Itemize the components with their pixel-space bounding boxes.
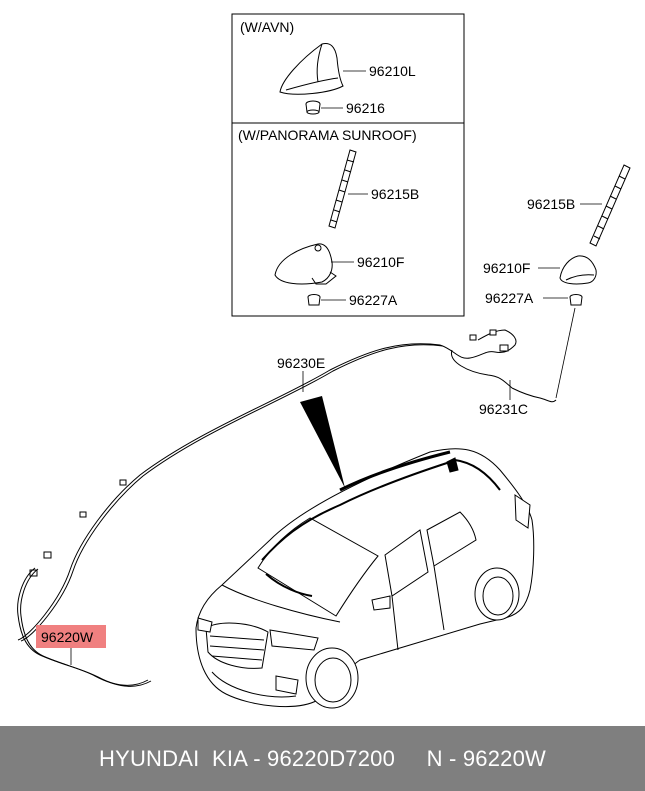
label-96210F: 96210F bbox=[483, 260, 530, 276]
grommet-icon bbox=[305, 100, 321, 115]
feeder-cable bbox=[17, 329, 557, 642]
shark-fin-antenna-icon bbox=[279, 43, 344, 95]
pointer-arrow bbox=[300, 396, 345, 488]
part-number-caption: HYUNDAI KIA - 96220D7200 N - 96220W bbox=[99, 745, 546, 771]
label-96216: 96216 bbox=[346, 100, 385, 116]
roof-cable bbox=[261, 461, 451, 597]
antenna-base-icon bbox=[274, 243, 337, 285]
label-96227A: 96227A bbox=[485, 290, 534, 306]
antenna-cable-96220W bbox=[17, 567, 152, 687]
label-96215B: 96215B bbox=[527, 196, 575, 212]
label-96210F-box: 96210F bbox=[357, 254, 404, 270]
rod-antenna-icon bbox=[328, 149, 357, 229]
sunroof-box-title: (W/PANORAMA SUNROOF) bbox=[238, 127, 417, 143]
label-96227A-box: 96227A bbox=[349, 292, 398, 308]
label-96210L: 96210L bbox=[369, 63, 416, 79]
avn-box-title: (W/AVN) bbox=[240, 19, 294, 35]
footer-bar: HYUNDAI KIA - 96220D7200 N - 96220W bbox=[0, 726, 645, 791]
suv-car-illustration bbox=[195, 448, 535, 709]
label-96231C: 96231C bbox=[479, 401, 528, 417]
label-96230E: 96230E bbox=[277, 355, 325, 371]
grommet-icon bbox=[307, 294, 321, 306]
part-highlight-box bbox=[36, 625, 106, 648]
label-96220W: 96220W bbox=[41, 629, 94, 645]
grommet-icon bbox=[569, 294, 583, 306]
label-96215B-box: 96215B bbox=[371, 186, 419, 202]
inset-box bbox=[231, 13, 465, 317]
rod-antenna-icon bbox=[589, 164, 631, 247]
antenna-base-icon bbox=[559, 255, 597, 285]
parts-diagram: (W/AVN) (W/PANORAMA SUNROOF) 96210L 9621… bbox=[17, 13, 631, 709]
